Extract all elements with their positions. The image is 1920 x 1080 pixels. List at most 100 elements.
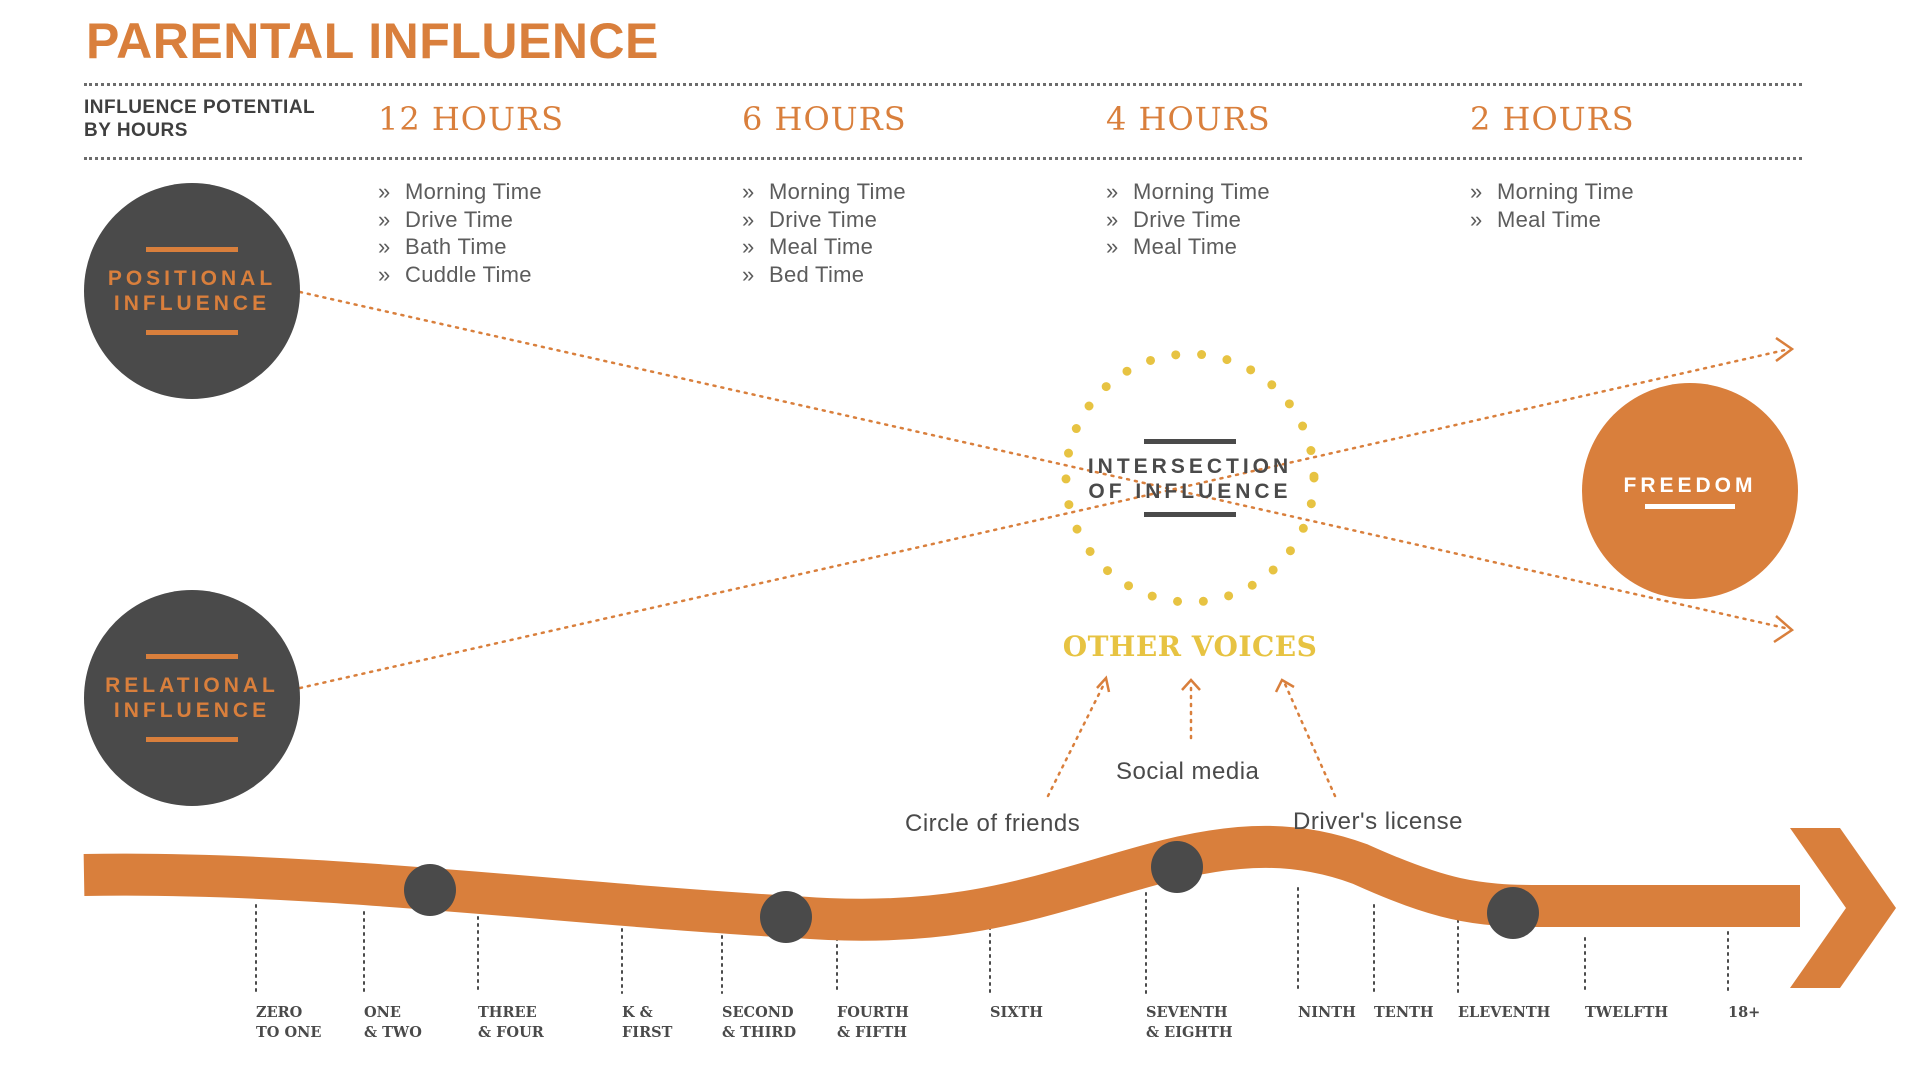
list-item: Cuddle Time bbox=[376, 261, 542, 289]
grade-label: FOURTH & FIFTH bbox=[837, 1003, 909, 1043]
grade-line1: TENTH bbox=[1374, 1004, 1434, 1021]
list-item: Bed Time bbox=[740, 261, 906, 289]
hours-12: 12 HOURS bbox=[378, 100, 565, 138]
grade-label: ELEVENTH bbox=[1458, 1003, 1550, 1023]
positional-bar-top bbox=[146, 247, 238, 252]
activity-list-6: Morning Time Drive Time Meal Time Bed Ti… bbox=[740, 178, 906, 288]
freedom-underline bbox=[1645, 504, 1735, 509]
activity-list-2: Morning Time Meal Time bbox=[1468, 178, 1634, 233]
relational-bar-top bbox=[145, 654, 238, 659]
grade-line1: NINTH bbox=[1298, 1004, 1356, 1021]
grade-ticks bbox=[255, 887, 1729, 994]
grade-label: NINTH bbox=[1298, 1003, 1356, 1023]
list-item: Morning Time bbox=[740, 178, 906, 206]
page-title: PARENTAL INFLUENCE bbox=[86, 13, 659, 69]
top-divider bbox=[84, 83, 1802, 86]
intersection-label: INTERSECTION OF INFLUENCE bbox=[1040, 454, 1340, 504]
source-social-media: Social media bbox=[1116, 758, 1260, 785]
relational-line1: RELATIONAL bbox=[105, 674, 279, 697]
activity-list-4: Morning Time Drive Time Meal Time bbox=[1104, 178, 1270, 261]
grade-label: ONE & TWO bbox=[364, 1003, 422, 1043]
grade-line2: TO ONE bbox=[256, 1024, 322, 1041]
positional-label: POSITIONAL INFLUENCE bbox=[108, 266, 276, 316]
intersection-bar-bottom bbox=[1144, 512, 1236, 517]
list-item: Drive Time bbox=[740, 206, 906, 234]
list-item: Drive Time bbox=[376, 206, 542, 234]
milestone-dot bbox=[1487, 887, 1539, 939]
hours-4: 4 HOURS bbox=[1106, 100, 1271, 138]
grade-line1: 18+ bbox=[1728, 1004, 1761, 1021]
grade-line1: SECOND bbox=[722, 1004, 794, 1021]
grade-line2: & FOUR bbox=[478, 1024, 544, 1041]
positional-influence-circle: POSITIONAL INFLUENCE bbox=[84, 183, 300, 399]
relational-line2: INFLUENCE bbox=[113, 699, 271, 722]
relational-influence-circle: RELATIONAL INFLUENCE bbox=[84, 590, 300, 806]
list-item: Meal Time bbox=[740, 233, 906, 261]
grade-line2: & FIFTH bbox=[837, 1024, 908, 1041]
timeline-band bbox=[83, 825, 1800, 941]
list-item: Morning Time bbox=[376, 178, 542, 206]
grade-label: TENTH bbox=[1374, 1003, 1434, 1023]
grade-line1: ZERO bbox=[256, 1004, 303, 1021]
influence-potential-label: INFLUENCE POTENTIAL BY HOURS bbox=[84, 96, 315, 142]
hours-6: 6 HOURS bbox=[742, 100, 907, 138]
grade-line1: FOURTH bbox=[837, 1004, 909, 1021]
grade-line1: SEVENTH bbox=[1146, 1004, 1228, 1021]
grade-line2: & THIRD bbox=[722, 1024, 797, 1041]
voices-arrow-friends bbox=[1046, 680, 1107, 798]
list-item: Meal Time bbox=[1468, 206, 1634, 234]
milestone-dot bbox=[760, 891, 812, 943]
voices-arrowhead-license bbox=[1274, 678, 1295, 693]
grade-label: THREE & FOUR bbox=[478, 1003, 544, 1043]
voices-arrow-license bbox=[1283, 682, 1337, 798]
voices-arrowhead-social bbox=[1181, 678, 1201, 691]
milestone-dot bbox=[404, 864, 456, 916]
source-circle-of-friends: Circle of friends bbox=[905, 810, 1081, 837]
positional-bar-bottom bbox=[146, 330, 238, 335]
grade-label: SIXTH bbox=[990, 1003, 1043, 1023]
positional-line2: INFLUENCE bbox=[113, 292, 271, 315]
grade-label: K & FIRST bbox=[622, 1003, 672, 1043]
intersection-line2: OF INFLUENCE bbox=[1088, 480, 1292, 503]
grade-line1: SIXTH bbox=[990, 1004, 1043, 1021]
list-item: Meal Time bbox=[1104, 233, 1270, 261]
grade-line2: & EIGHTH bbox=[1146, 1024, 1233, 1041]
grade-label: TWELFTH bbox=[1585, 1003, 1668, 1023]
grade-line2: & TWO bbox=[364, 1024, 422, 1041]
positional-line1: POSITIONAL bbox=[107, 267, 277, 290]
timeline-arrowhead bbox=[1790, 828, 1896, 988]
activity-list-12: Morning Time Drive Time Bath Time Cuddle… bbox=[376, 178, 542, 288]
arrowhead-lower bbox=[1773, 615, 1795, 644]
arrowhead-upper bbox=[1775, 336, 1795, 362]
source-drivers-license: Driver's license bbox=[1293, 808, 1463, 835]
bottom-divider bbox=[84, 157, 1802, 160]
milestone-dot bbox=[1151, 841, 1203, 893]
relational-label: RELATIONAL INFLUENCE bbox=[105, 673, 279, 723]
freedom-circle: FREEDOM bbox=[1582, 383, 1798, 599]
grade-line1: ONE bbox=[364, 1004, 401, 1021]
list-item: Morning Time bbox=[1104, 178, 1270, 206]
influence-label-line1: INFLUENCE POTENTIAL bbox=[84, 97, 316, 118]
intersection-bar-top bbox=[1144, 439, 1236, 444]
freedom-label: FREEDOM bbox=[1623, 474, 1757, 497]
intersection-ring bbox=[1061, 349, 1319, 607]
grade-label: 18+ bbox=[1728, 1003, 1760, 1023]
other-voices-label: OTHER VOICES bbox=[1062, 630, 1318, 663]
grade-label: SEVENTH & EIGHTH bbox=[1146, 1003, 1233, 1043]
list-item: Drive Time bbox=[1104, 206, 1270, 234]
hours-2: 2 HOURS bbox=[1470, 100, 1635, 138]
grade-line1: K & bbox=[622, 1004, 653, 1021]
positional-line bbox=[298, 290, 1787, 630]
intersection-line1: INTERSECTION bbox=[1087, 455, 1293, 478]
grade-label: SECOND & THIRD bbox=[722, 1003, 796, 1043]
grade-line2: FIRST bbox=[622, 1024, 673, 1041]
list-item: Bath Time bbox=[376, 233, 542, 261]
grade-label: ZERO TO ONE bbox=[256, 1003, 321, 1043]
voices-arrowhead-friends bbox=[1096, 675, 1111, 693]
grade-line1: ELEVENTH bbox=[1458, 1004, 1551, 1021]
grade-line1: THREE bbox=[478, 1004, 537, 1021]
influence-label-line2: BY HOURS bbox=[84, 120, 188, 141]
relational-bar-bottom bbox=[145, 737, 238, 742]
list-item: Morning Time bbox=[1468, 178, 1634, 206]
